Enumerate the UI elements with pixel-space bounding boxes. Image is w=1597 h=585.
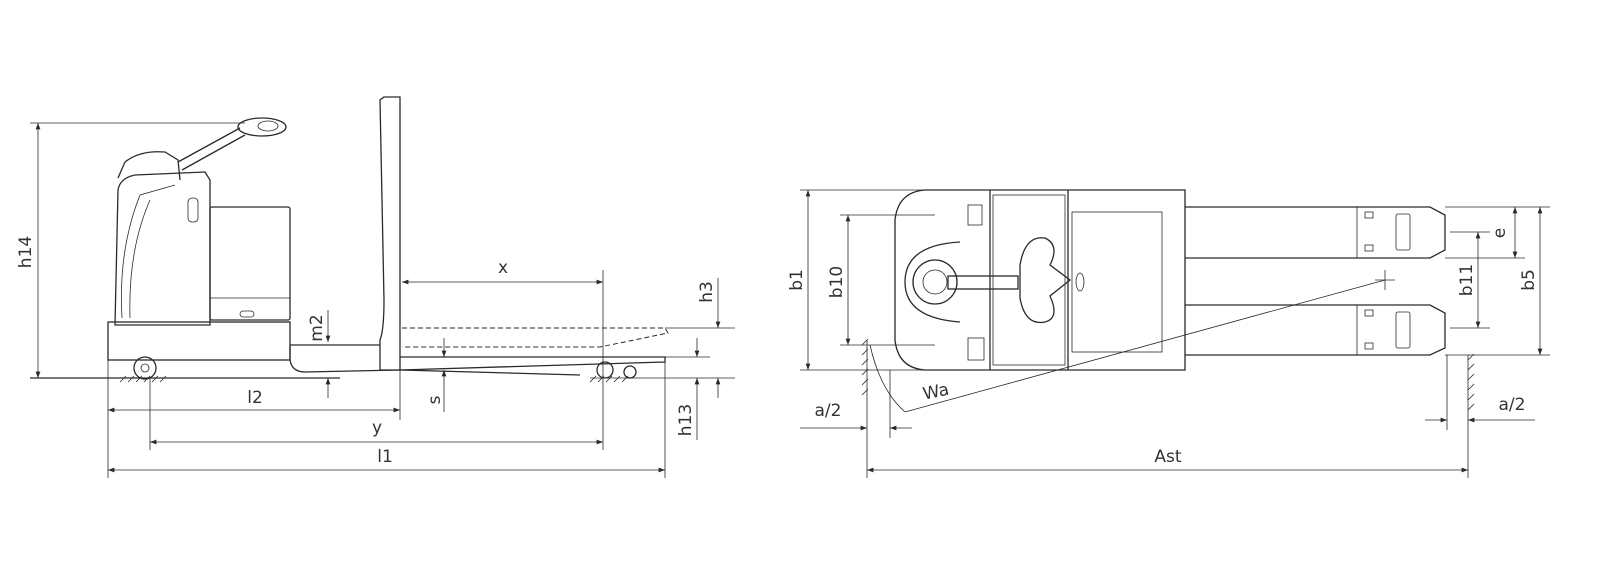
truck-side-outline bbox=[30, 96, 669, 383]
truck-top-outline bbox=[861, 189, 1475, 411]
label-b10: b10 bbox=[827, 266, 847, 298]
label-b11: b11 bbox=[1457, 264, 1477, 296]
label-a2-right: a/2 bbox=[1499, 395, 1526, 415]
label-m2: m2 bbox=[307, 314, 327, 341]
label-l1: l1 bbox=[377, 447, 393, 467]
dimension-wa: Wa bbox=[869, 270, 1395, 413]
dimension-h13: h13 bbox=[676, 338, 700, 440]
label-h13: h13 bbox=[676, 404, 696, 436]
dimension-y: y bbox=[150, 418, 603, 445]
label-b1: b1 bbox=[787, 269, 807, 291]
top-view: b1 b10 e b11 b5 Wa a/2 bbox=[787, 189, 1550, 478]
dimension-x: x bbox=[402, 258, 603, 285]
dimension-b11: b11 bbox=[1457, 232, 1481, 328]
dimension-h14: h14 bbox=[16, 123, 41, 378]
label-a2-left: a/2 bbox=[815, 401, 842, 421]
dimension-l1: l1 bbox=[108, 447, 665, 473]
label-ast: Ast bbox=[1154, 447, 1181, 467]
label-x: x bbox=[498, 258, 508, 278]
dimension-a2-left: a/2 bbox=[800, 401, 912, 431]
label-y: y bbox=[372, 418, 382, 438]
extension-lines bbox=[30, 122, 735, 478]
label-s: s bbox=[425, 395, 445, 404]
dimension-l2: l2 bbox=[108, 388, 400, 413]
dimension-m2: m2 bbox=[307, 310, 331, 398]
label-h3: h3 bbox=[697, 281, 717, 303]
dimension-b5: b5 bbox=[1519, 207, 1543, 355]
dimension-ast: Ast bbox=[867, 447, 1468, 473]
label-e: e bbox=[1490, 228, 1510, 238]
dimension-e: e bbox=[1490, 207, 1518, 258]
dimension-b10: b10 bbox=[827, 215, 851, 345]
label-b5: b5 bbox=[1519, 269, 1539, 291]
label-h14: h14 bbox=[16, 236, 36, 268]
dimension-s: s bbox=[425, 338, 447, 412]
extension-lines-top bbox=[800, 189, 1550, 478]
dimension-b1: b1 bbox=[787, 190, 811, 370]
label-l2: l2 bbox=[247, 388, 263, 408]
dimension-h3: h3 bbox=[697, 278, 721, 398]
side-view: h14 x h3 m2 s h13 l2 bbox=[16, 96, 735, 478]
dimension-a2-right: a/2 bbox=[1425, 395, 1535, 423]
